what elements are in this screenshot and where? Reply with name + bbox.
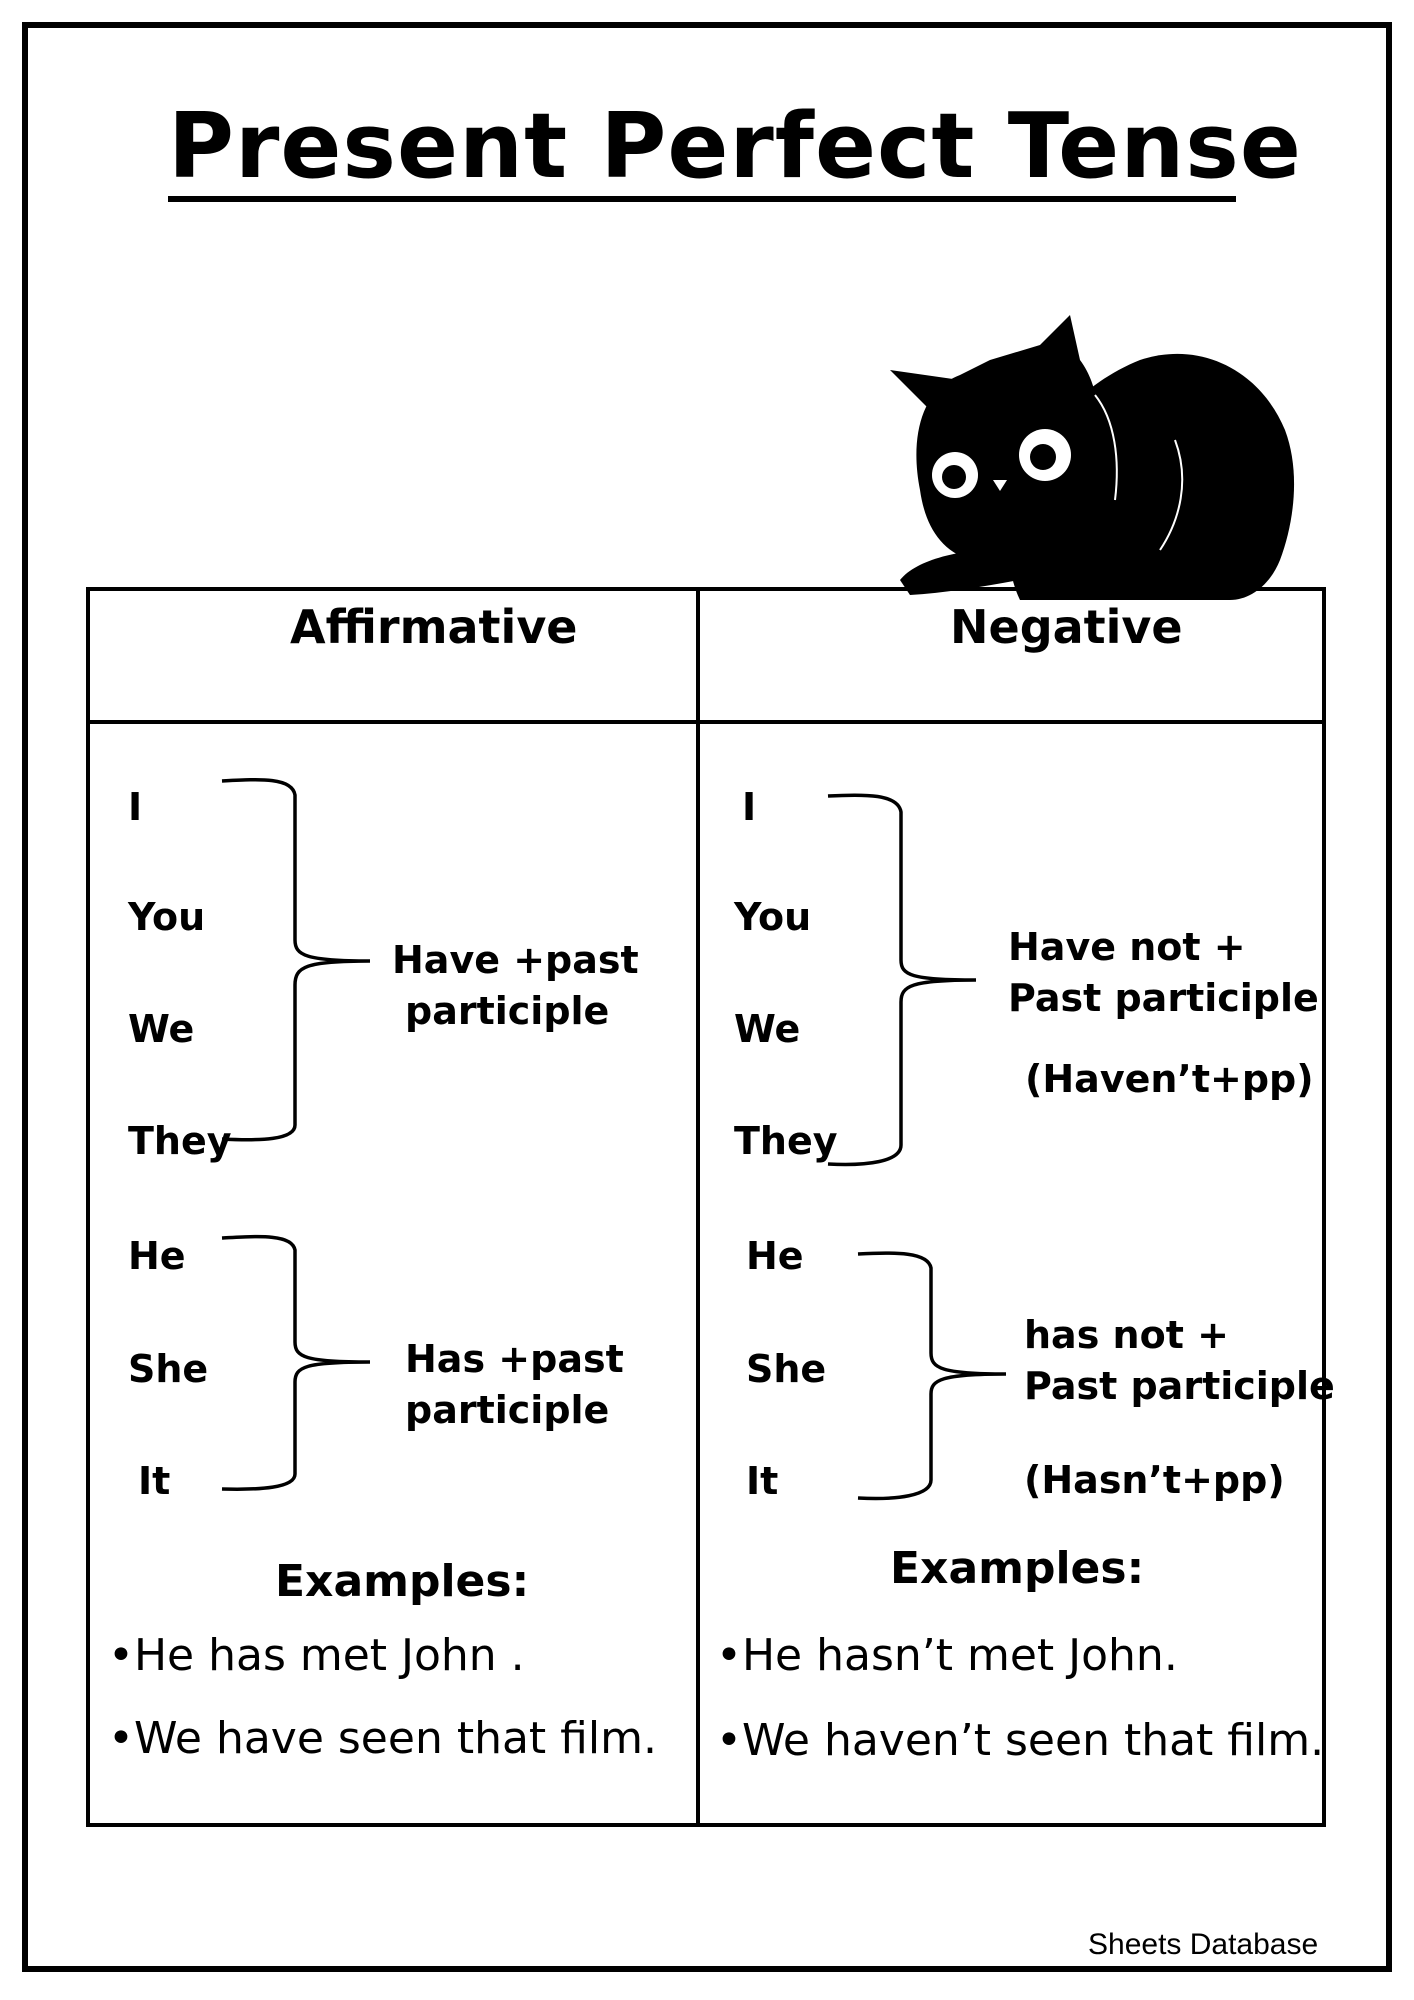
example-sentence: •He hasn’t met John. xyxy=(716,1630,1178,1681)
rule-line: participle xyxy=(405,989,610,1033)
pronoun: She xyxy=(128,1347,209,1391)
rule-line: Past participle xyxy=(1024,1364,1335,1408)
example-sentence: •He has met John . xyxy=(108,1630,525,1681)
header-divider xyxy=(86,720,1326,724)
examples-heading: Examples: xyxy=(890,1543,1145,1594)
rule-line: participle xyxy=(405,1388,610,1432)
pronoun: It xyxy=(138,1459,171,1503)
negative-header: Negative xyxy=(950,600,1183,654)
curly-brace-icon xyxy=(857,1251,1007,1501)
tense-table xyxy=(86,587,1326,1827)
rule-line: Past participle xyxy=(1008,976,1319,1020)
pronoun: We xyxy=(128,1007,195,1051)
contraction-note: (Hasn’t+pp) xyxy=(1024,1458,1285,1502)
affirmative-header: Affirmative xyxy=(290,600,578,654)
curly-brace-icon xyxy=(221,777,371,1142)
curly-brace-icon xyxy=(221,1234,371,1491)
examples-heading: Examples: xyxy=(275,1556,530,1607)
example-sentence: •We haven’t seen that film. xyxy=(716,1715,1325,1766)
curly-brace-icon xyxy=(827,793,977,1167)
pronoun: I xyxy=(128,785,143,829)
rule-line: Has +past xyxy=(405,1337,624,1381)
pronoun: It xyxy=(746,1459,779,1503)
pronoun: He xyxy=(746,1234,804,1278)
pronoun: We xyxy=(734,1007,801,1051)
black-cat-icon xyxy=(890,315,1295,600)
rule-line: has not + xyxy=(1024,1313,1229,1357)
pronoun: You xyxy=(734,895,812,939)
pronoun: She xyxy=(746,1347,827,1391)
column-divider xyxy=(696,587,700,1827)
title-underline xyxy=(168,196,1236,202)
example-sentence: •We have seen that film. xyxy=(108,1713,657,1764)
pronoun: He xyxy=(128,1234,186,1278)
pronoun: I xyxy=(742,785,757,829)
rule-line: Have +past xyxy=(392,938,639,982)
rule-line: Have not + xyxy=(1008,925,1246,969)
pronoun: They xyxy=(128,1119,232,1163)
page-title: Present Perfect Tense xyxy=(168,94,1302,199)
footer-credit: Sheets Database xyxy=(1088,1928,1319,1961)
pronoun: They xyxy=(734,1119,838,1163)
pronoun: You xyxy=(128,895,206,939)
page-frame xyxy=(22,22,1392,1972)
contraction-note: (Haven’t+pp) xyxy=(1025,1057,1314,1101)
